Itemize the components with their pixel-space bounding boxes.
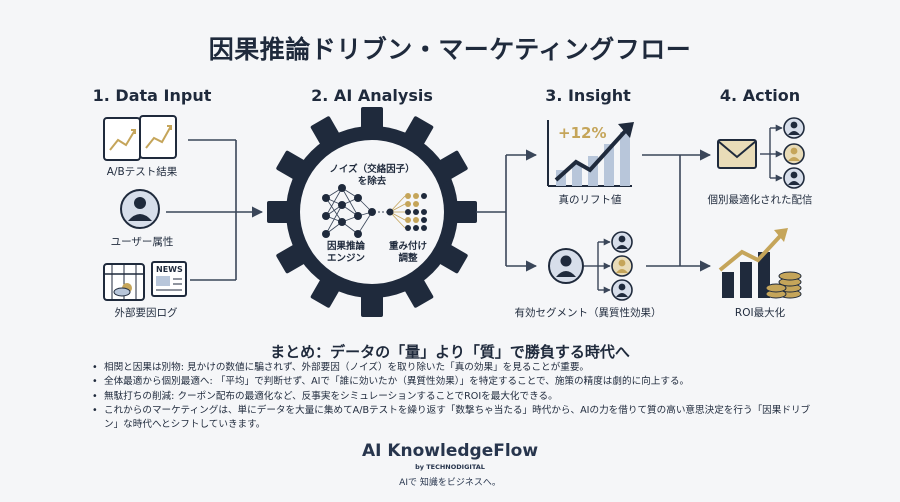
brand-tagline: AIで 知識をビジネスへ。: [399, 478, 501, 488]
insight-connector: [642, 149, 712, 272]
weighting-dots-icon: [386, 193, 427, 231]
delivery-label: 個別最適化された配信: [707, 194, 813, 206]
true-lift-label: 真のリフト値: [558, 194, 622, 206]
stage-heading-data-input: 1. Data Input: [92, 86, 212, 105]
summary-bullet: 全体最適から個別最適へ: 「平均」で判断せず、AIで「誰に効いたか（異質性効果）…: [92, 375, 812, 390]
summary-bullet: 相関と因果は別物: 見かけの数値に騙されず、外部要因（ノイズ）を取り除いた「真の…: [92, 361, 812, 376]
analysis-connector: [476, 149, 538, 272]
ab-test-label: A/Bテスト結果: [106, 166, 178, 178]
lift-chart-icon: [547, 120, 634, 187]
user-profile-icon: [120, 189, 160, 229]
roi-growth-icon: [718, 228, 802, 299]
neural-network-icon: [322, 184, 388, 238]
stage-heading-insight: 3. Insight: [545, 86, 631, 105]
delivery-tree-icon: [760, 117, 805, 189]
segment-label: 有効セグメント（異質性効果）: [514, 307, 662, 319]
stage-heading-ai-analysis: 2. AI Analysis: [311, 86, 433, 105]
brand-logo: AI KnowledgeFlow: [361, 441, 539, 461]
envelope-icon: [717, 139, 757, 169]
input-connector: [166, 139, 264, 281]
stage-heading-action: 4. Action: [719, 86, 801, 105]
weighting-label: 重み付け調整: [388, 241, 427, 264]
summary-bullets: 相関と因果は別物: 見かけの数値に騙されず、外部要因（ノイズ）を取り除いた「真の…: [92, 361, 812, 432]
segment-tree-icon: [548, 231, 633, 301]
ab-test-docs-icon: [103, 115, 177, 161]
page-title: 因果推論ドリブン・マーケティングフロー: [208, 35, 692, 64]
external-factors-label: 外部要因ログ: [114, 307, 178, 319]
causal-engine-label: 因果推論エンジン: [326, 241, 365, 264]
summary-heading: まとめ：データの「量」より「質」で勝負する時代へ: [270, 343, 630, 361]
summary-bullet: これからのマーケティングは、単にデータを大量に集めてA/Bテストを繰り返す「数撃…: [92, 404, 812, 433]
summary-bullet: 無駄打ちの削減: クーポン配布の最適化など、反事実をシミュレーションすることでR…: [92, 390, 812, 405]
user-attr-label: ユーザー属性: [110, 236, 174, 248]
roi-label: ROI最大化: [734, 307, 786, 319]
brand-byline: by TECHNODIGITAL: [415, 463, 485, 471]
noise-removal-label: ノイズ（交絡因子）を除去: [329, 164, 415, 187]
external-factors-icon: [103, 261, 187, 301]
lift-value: +12%: [558, 124, 607, 142]
news-sign: NEWS: [156, 265, 183, 274]
